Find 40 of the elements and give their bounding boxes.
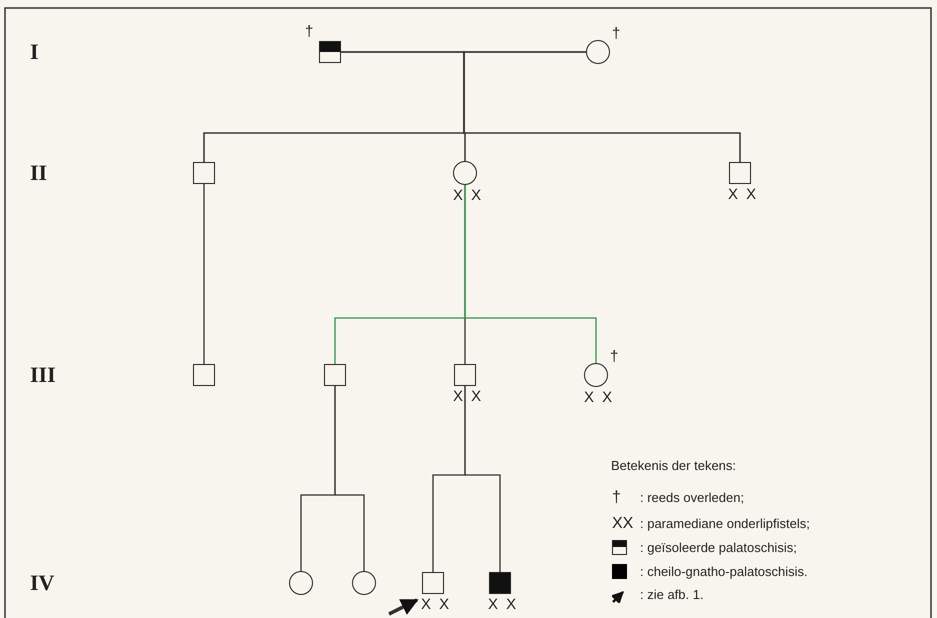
death-mark: † — [305, 24, 314, 40]
generation-label: I — [30, 39, 39, 65]
marker-text: X X — [421, 597, 450, 613]
legend-text: : cheilo-gnatho-palatoschisis. — [640, 564, 808, 579]
marker-text: X X — [488, 597, 516, 613]
female-symbol — [453, 161, 477, 185]
female-symbol — [352, 571, 376, 595]
marker-text: X X — [728, 187, 756, 203]
generation-label: IV — [30, 570, 54, 596]
legend-text: : geïsoleerde palatoschisis; — [640, 540, 797, 555]
legend-text: : reeds overleden; — [640, 490, 744, 505]
legend-text: : zie afb. 1. — [640, 587, 704, 602]
female-symbol — [586, 40, 610, 64]
male-symbol — [489, 572, 511, 594]
male-symbol — [193, 364, 215, 386]
male-symbol — [454, 364, 476, 386]
legend-symbol: XX — [612, 515, 634, 533]
marker-text: X X — [453, 389, 482, 405]
pedigree-line — [464, 386, 501, 572]
pedigree-line — [203, 184, 205, 364]
generation-label: II — [30, 160, 48, 186]
pedigree-line — [334, 386, 365, 571]
marker-text: X X — [584, 390, 612, 406]
death-mark: † — [610, 349, 618, 365]
generation-label: III — [30, 362, 56, 388]
male-symbol — [729, 162, 751, 184]
pedigree-line — [464, 185, 597, 363]
pedigree-line — [463, 51, 741, 162]
marker-text: X X — [453, 188, 482, 204]
legend-symbol: † — [612, 489, 621, 507]
legend-text: : paramediane onderlipfistels; — [640, 516, 810, 531]
legend-title: Betekenis der tekens: — [611, 458, 736, 473]
female-symbol — [289, 571, 313, 595]
death-mark: † — [612, 26, 620, 42]
male-symbol — [193, 162, 215, 184]
male-symbol — [324, 364, 346, 386]
female-symbol — [584, 363, 608, 387]
male-symbol — [319, 41, 341, 63]
proband-arrow — [388, 598, 419, 616]
male-symbol — [422, 572, 444, 594]
